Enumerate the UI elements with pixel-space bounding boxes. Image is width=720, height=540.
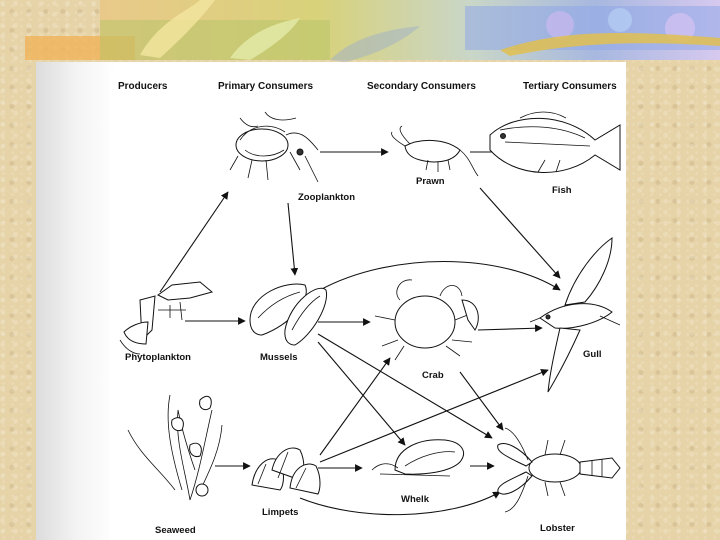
header-secondary-consumers: Secondary Consumers — [367, 81, 476, 92]
label-phytoplankton: Phytoplankton — [125, 352, 191, 363]
prawn-drawing — [391, 125, 479, 177]
zooplankton-drawing — [229, 111, 319, 183]
arrow-limpets-lobster — [299, 491, 501, 516]
label-limpets: Limpets — [262, 507, 298, 518]
phytoplankton-drawing — [119, 281, 214, 355]
arrow-limpets-gull — [319, 369, 549, 463]
label-whelk: Whelk — [401, 494, 430, 505]
arrow-mussels-gull — [319, 261, 561, 291]
seaweed-drawing — [127, 394, 223, 501]
fish-drawing — [489, 111, 621, 173]
header-producers: Producers — [118, 81, 168, 92]
decorative-banner — [25, 0, 720, 62]
arrow-limpets-crab — [319, 357, 391, 456]
limpets-drawing — [251, 447, 321, 495]
label-seaweed: Seaweed — [155, 525, 196, 536]
label-mussels: Mussels — [260, 352, 298, 363]
header-tertiary-consumers: Tertiary Consumers — [523, 81, 617, 92]
arrow-mussels-whelk — [317, 341, 406, 446]
header-primary-consumers: Primary Consumers — [218, 81, 313, 92]
crab-drawing — [374, 279, 479, 361]
food-web-arrows — [159, 148, 561, 516]
whelk-drawing — [371, 439, 464, 477]
lobster-drawing — [497, 427, 621, 513]
label-lobster: Lobster — [540, 523, 575, 534]
gull-drawing — [529, 237, 621, 393]
arrow-crab-lobster — [459, 371, 504, 431]
arrow-prawn-gull — [479, 187, 561, 279]
label-prawn: Prawn — [416, 176, 445, 187]
label-gull: Gull — [583, 349, 601, 360]
arrow-mussels-lobster — [317, 333, 493, 439]
label-zooplankton: Zooplankton — [298, 192, 355, 203]
arrow-crab-gull — [477, 324, 543, 333]
arrow-zooplankton-mussels — [287, 202, 299, 276]
mussels-drawing — [249, 283, 328, 346]
label-fish: Fish — [552, 185, 572, 196]
label-crab: Crab — [422, 370, 444, 381]
arrow-phytoplankton-zooplankton — [159, 191, 229, 293]
